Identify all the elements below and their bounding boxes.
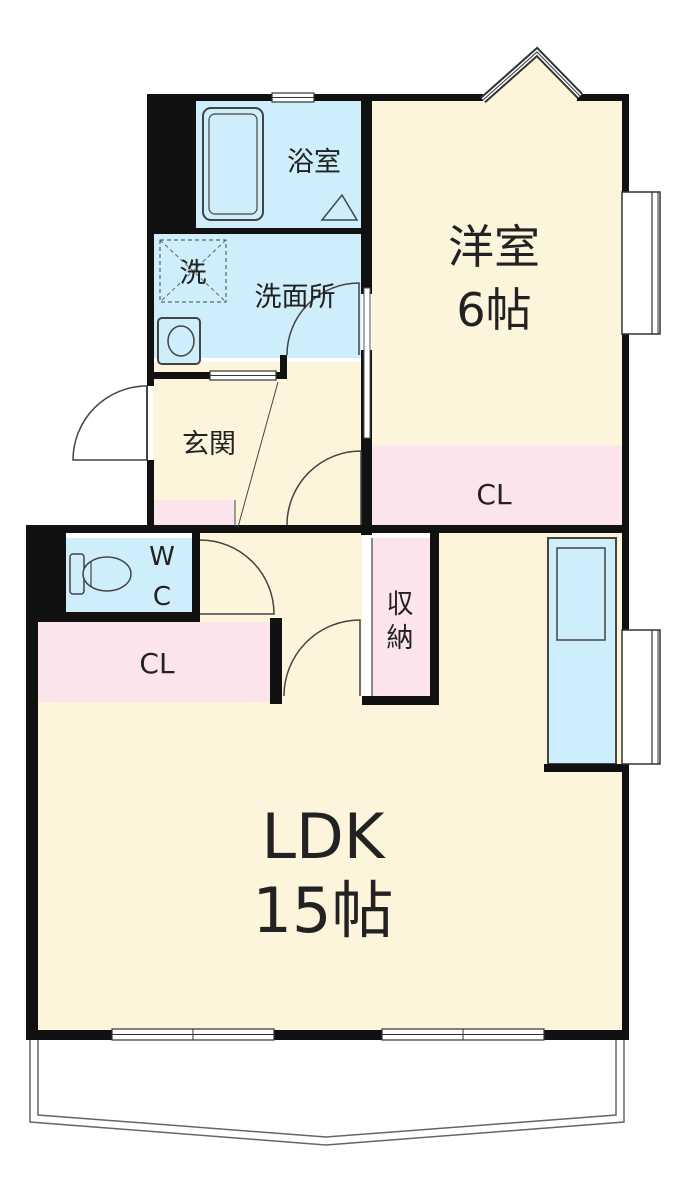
bathtub [202, 107, 264, 221]
window-bay-line [482, 51, 581, 101]
label-wc-c: C [153, 582, 171, 612]
wall-top-bath [147, 94, 372, 101]
wall-top-western-a [365, 94, 483, 101]
wall-wc-pillar [26, 525, 66, 615]
wall-bath-western [361, 94, 372, 294]
wall-wc-right [192, 532, 200, 622]
label-western-closet: CL [476, 478, 512, 511]
washroom-door-swing [286, 282, 360, 356]
wall-storage-bottom [362, 696, 439, 705]
wall-right-low [622, 764, 629, 1039]
label-ldk: LDK [262, 800, 386, 873]
floors [38, 58, 622, 1030]
ldk-floor [38, 532, 622, 1030]
western-door-swing [286, 450, 362, 526]
hall-closet-floor [38, 622, 276, 702]
wall-washroom-left [147, 228, 154, 378]
label-ldk-size: 15帖 [253, 874, 394, 947]
wall-entrance-left-top [147, 376, 154, 386]
storage-floor [372, 538, 430, 698]
wall-left [26, 525, 38, 1037]
window-right-ldk [621, 629, 661, 765]
balcony [29, 1040, 625, 1146]
toilet-bowl [82, 556, 132, 592]
kitchen-sink [556, 547, 606, 641]
entrance-door-swing [72, 385, 148, 461]
wall-mid-horizontal [26, 525, 629, 533]
fixtures [69, 107, 359, 595]
wall-kitchen-bottom [544, 764, 629, 772]
label-washroom: 洗面所 [255, 282, 336, 313]
western-closet-floor [372, 445, 622, 527]
wall-right-top [622, 94, 629, 192]
wall-storage-right [430, 532, 439, 704]
label-western-room: 洋室 [448, 220, 540, 274]
closet-door-swing [283, 619, 361, 697]
wall-pillar-top-left [147, 94, 196, 234]
washbasin-bowl [167, 325, 195, 357]
toilet-tank [69, 553, 85, 595]
balcony-outline [29, 1040, 625, 1146]
windows [111, 46, 661, 1041]
wall-closet-right [270, 618, 282, 704]
wall-washroom-right [361, 350, 372, 535]
wc-door-swing [199, 539, 275, 615]
label-washer: 洗 [180, 258, 207, 289]
wall-entrance-left [147, 460, 154, 532]
wall-right-mid [622, 334, 629, 630]
sliding-partition [363, 287, 371, 439]
balcony-inner [37, 1040, 617, 1138]
label-storage-2: 納 [387, 623, 414, 654]
doors [72, 282, 373, 697]
label-entrance: 玄関 [182, 429, 236, 460]
washer-pan-diag-2 [159, 239, 227, 303]
western-room-floor [372, 100, 622, 445]
window-right-western [621, 191, 661, 335]
room-labels: 浴室 洗 洗面所 洋室 6帖 CL 玄関 W C 収 納 CL LDK 15帖 [139, 147, 540, 947]
wall-bath-washroom [196, 228, 364, 234]
bathtub-inner [208, 113, 258, 215]
label-western-size: 6帖 [456, 283, 531, 337]
walls [26, 94, 629, 1040]
hall-diagonal [237, 381, 279, 528]
label-bath: 浴室 [287, 147, 341, 178]
wall-bottom [26, 1030, 629, 1040]
wall-wc-bottom [26, 612, 198, 622]
wall-washroom-jamb [280, 355, 287, 379]
label-hall-closet: CL [139, 647, 175, 680]
wall-top-western-b [577, 94, 629, 101]
label-storage-1: 収 [387, 589, 414, 620]
label-wc-w: W [149, 542, 175, 572]
entrance-step [153, 500, 235, 527]
bay-window-floor [480, 58, 580, 100]
bath-drain-mark [320, 193, 359, 221]
entrance-floor [153, 362, 363, 527]
